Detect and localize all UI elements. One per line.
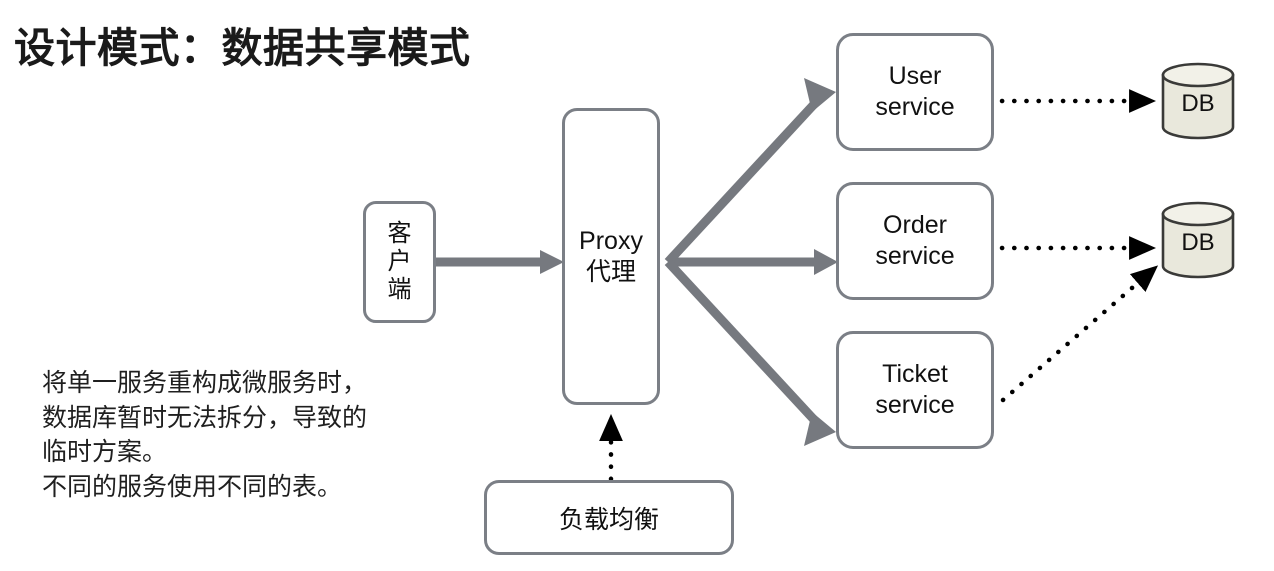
arrow-proxy-to-order-service — [668, 249, 838, 275]
node-user-service[interactable]: User service — [836, 33, 999, 156]
node-client-label: 客 户 端 — [387, 219, 412, 304]
arrow-client-to-proxy — [436, 250, 564, 274]
node-proxy-label: Proxy 代理 — [579, 227, 643, 286]
node-ticket-service[interactable]: Ticket service — [836, 331, 999, 454]
node-ticket-service-label: Ticket service — [875, 359, 955, 419]
node-load-balancer[interactable]: 负载均衡 — [484, 480, 734, 555]
node-order-service[interactable]: Order service — [836, 182, 999, 305]
node-proxy[interactable]: Proxy 代理 — [562, 108, 660, 405]
node-user-service-label: User service — [875, 61, 955, 121]
node-load-balancer-label: 负载均衡 — [558, 505, 659, 534]
arrow-proxy-to-ticket-service — [664, 258, 836, 446]
arrow-ticket-service-to-db — [1000, 265, 1159, 403]
database-icon — [1161, 62, 1235, 140]
database-cylinder-shared[interactable]: DB — [1160, 201, 1236, 279]
page-title: 设计模式：数据共享模式 — [14, 25, 471, 71]
database-label-shared: DB — [1181, 229, 1215, 256]
node-client[interactable]: 客 户 端 — [363, 201, 436, 323]
database-icon — [1161, 201, 1235, 279]
explanatory-note: 将单一服务重构成微服务时， 数据库暂时无法拆分，导致的 临时方案。 不同的服务使… — [42, 369, 368, 501]
arrow-proxy-to-user-service — [664, 78, 836, 266]
node-order-service-label: Order service — [875, 210, 955, 270]
database-label-user: DB — [1181, 90, 1215, 117]
database-cylinder-user[interactable]: DB — [1160, 62, 1236, 140]
